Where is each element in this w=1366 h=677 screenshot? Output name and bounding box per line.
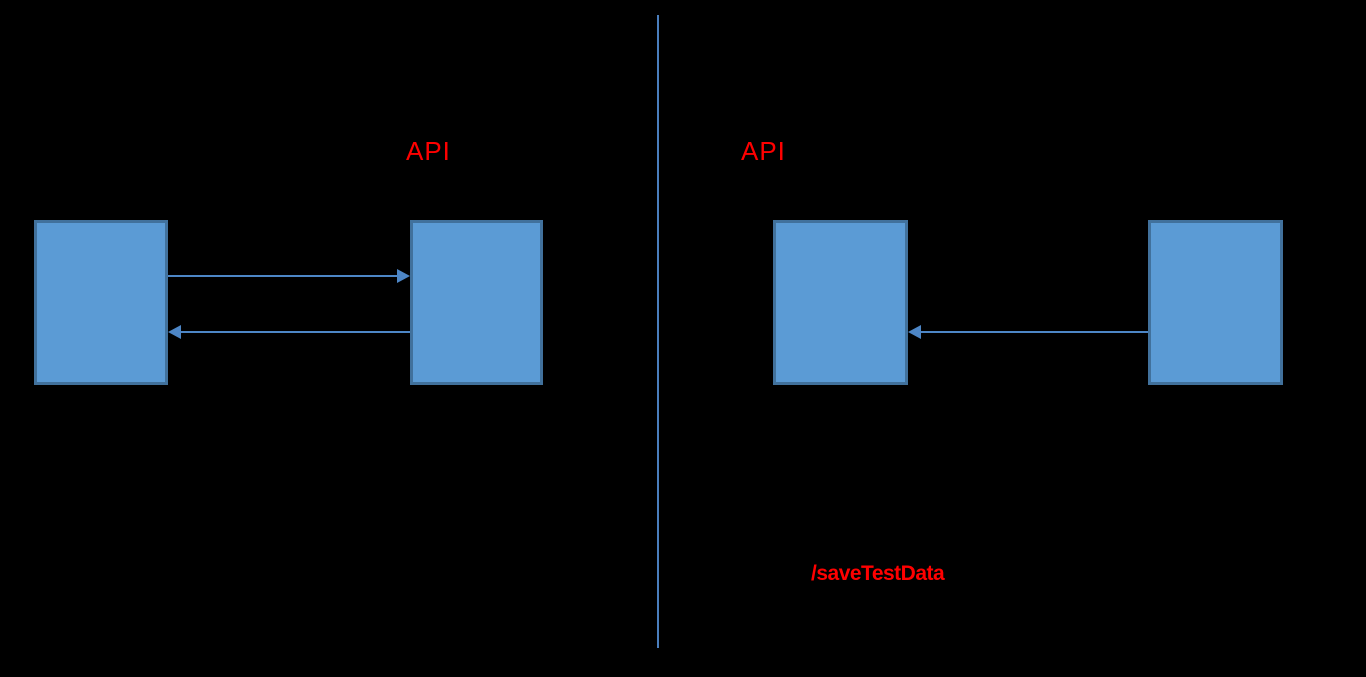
left-caller-box [34, 220, 168, 385]
right-call-arrowhead-icon [908, 325, 921, 339]
right-caller-box [1148, 220, 1283, 385]
left-request-arrow-line [168, 275, 398, 277]
left-request-arrowhead-icon [397, 269, 410, 283]
right-call-arrow-line [921, 331, 1148, 333]
left-response-arrow-line [181, 331, 410, 333]
api-label-right: API [741, 136, 786, 166]
panel-divider-line [657, 15, 659, 648]
api-label-left: API [406, 136, 451, 166]
left-api-box [410, 220, 543, 385]
right-api-box [773, 220, 908, 385]
endpoint-label: /saveTestData [811, 562, 945, 585]
left-response-arrowhead-icon [168, 325, 181, 339]
